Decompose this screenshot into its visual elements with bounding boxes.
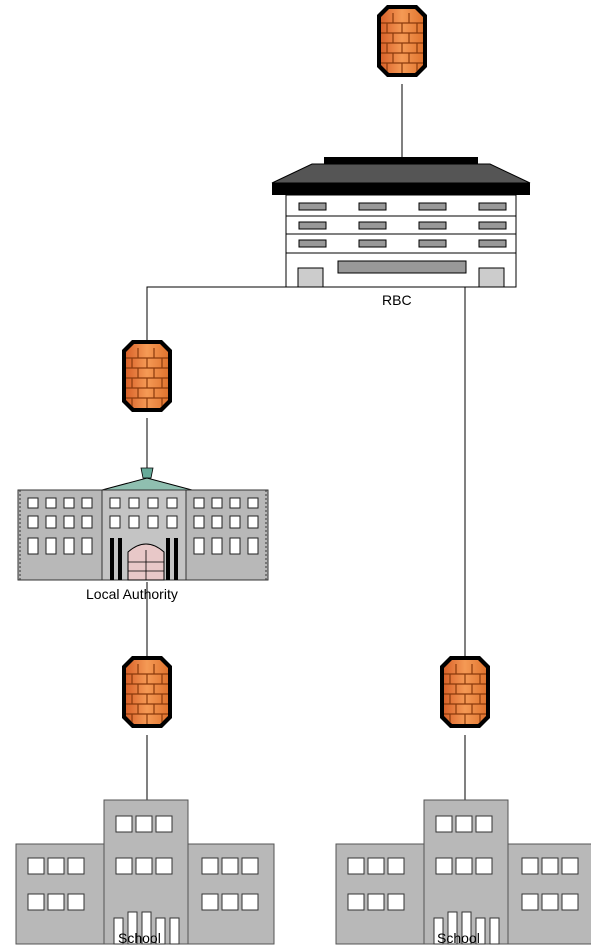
firewall-icon [117,339,177,413]
school-icon [335,799,591,945]
firewall-icon [372,4,432,78]
school-right-label: School [437,930,480,946]
connection-lines [146,84,466,801]
school-icon [15,799,275,945]
school-left-label: School [118,930,161,946]
rbc-label: RBC [382,292,412,308]
government-building-icon [17,458,269,581]
local-authority-label: Local Authority [86,586,178,602]
firewall-icon [435,655,495,729]
firewall-icon [117,655,177,729]
data-center-icon [271,157,531,288]
